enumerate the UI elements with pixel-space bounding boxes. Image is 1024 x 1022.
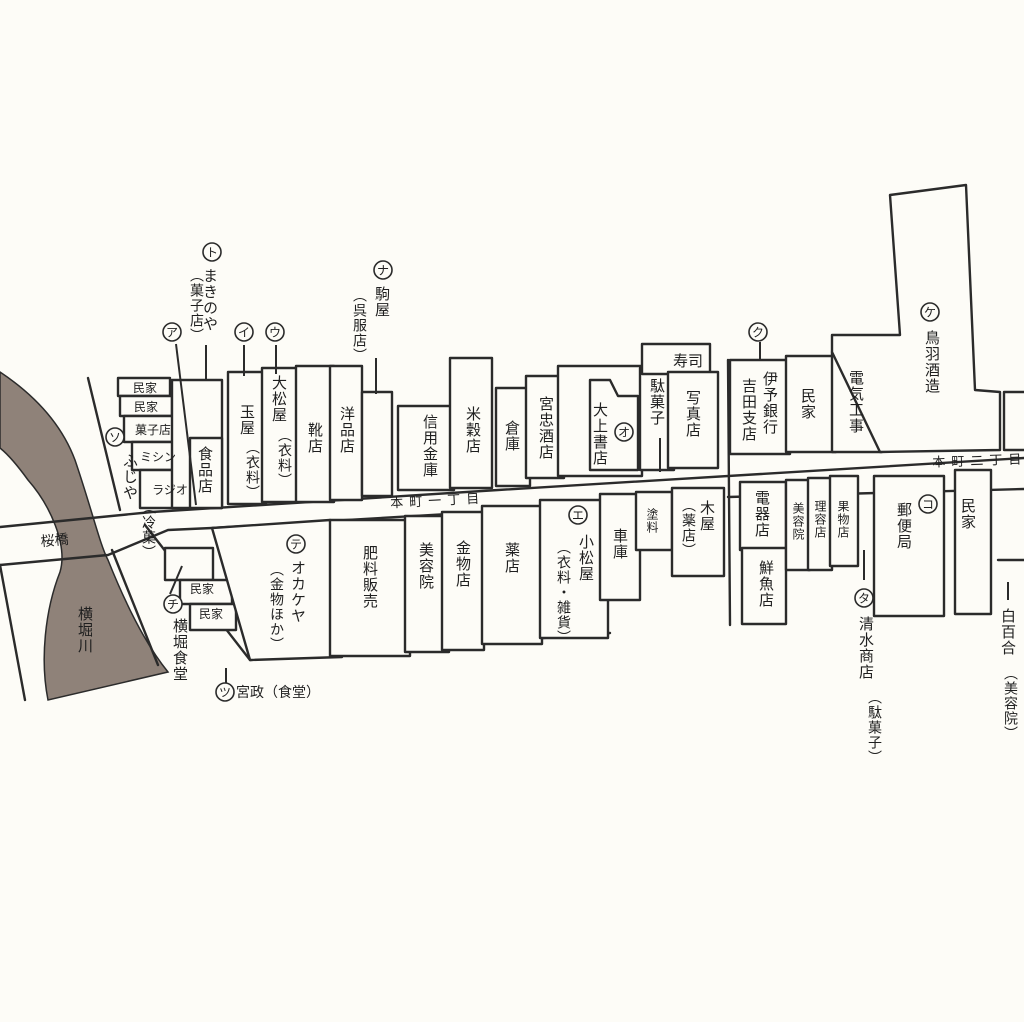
label-minka-6: 民家	[199, 606, 223, 621]
marker-ko: コ	[922, 498, 934, 512]
label-biyoin-1: 美容院	[417, 542, 435, 590]
vertical-labels: 食品店ふじや（冷菓）まきのや（菓子店）玉屋（衣料）大松屋（衣料）靴店洋品店駒屋（…	[76, 268, 1018, 765]
marker-o: オ	[618, 426, 630, 440]
label-sengyo: 鮮魚店	[757, 560, 775, 608]
label-komaya: 駒屋	[373, 286, 391, 318]
label-sushi: 寿司	[673, 352, 703, 370]
label-fujiya-sub: （冷菓）	[140, 500, 156, 560]
label-yoshida: 吉田支店	[740, 378, 758, 442]
marker-ta: タ	[858, 592, 870, 606]
label-beikoku: 米穀店	[464, 406, 482, 454]
north-block-2	[728, 183, 1024, 456]
label-shimizu-sub: （駄菓子）	[866, 690, 882, 765]
label-kiya-sub: （薬店）	[680, 498, 696, 558]
label-toba: 鳥羽酒造	[923, 329, 941, 394]
label-omatsuya-sub: （衣料）	[276, 428, 292, 488]
label-denki-ten: 電器店	[753, 490, 771, 538]
label-kanamono: 金物店	[454, 540, 472, 588]
label-shinyo: 信用金庫	[421, 414, 439, 478]
label-miyamasa: 宮政（食堂）	[236, 684, 320, 701]
marker-i: イ	[238, 326, 250, 340]
label-komatsuya: 小松屋	[577, 534, 595, 582]
marker-ke: ケ	[924, 306, 936, 320]
label-minka-2: 民家	[134, 399, 158, 414]
label-mishin: ミシン	[140, 450, 176, 464]
label-omatsuya: 大松屋	[270, 375, 288, 423]
label-toryo: 塗料	[645, 507, 659, 534]
label-okakeya-sub: （金物ほか）	[268, 562, 284, 652]
label-miyatada: 宮忠酒店	[537, 396, 555, 460]
label-kutsuten: 靴店	[306, 422, 324, 454]
label-fujiya: ふじや	[121, 453, 139, 501]
label-okakeya: オカケヤ	[289, 560, 307, 624]
label-shokuhinten: 食品店	[196, 446, 214, 494]
label-yohinten: 洋品店	[338, 406, 356, 454]
horizontal-labels: 民家 民家 菓子店 ミシン ラジオ 寿司 民家 民家 宮政（食堂） 本町一丁目 …	[40, 352, 1024, 701]
label-yokobori-shokudo: 横堀食堂	[171, 618, 189, 682]
marker-so: ソ	[109, 431, 121, 445]
label-minka-5: 民家	[190, 581, 214, 596]
label-dagashi: 駄菓子	[648, 378, 666, 426]
label-shirayuri-sub: （美容院）	[1002, 666, 1018, 741]
south-block-1	[163, 486, 726, 662]
label-komatsuya-sub: （衣料・雑貨）	[555, 540, 571, 645]
north-block-1	[116, 342, 720, 510]
yokobori-river	[0, 371, 170, 701]
label-daijo: 大上書店	[591, 402, 609, 466]
label-shashin: 写真店	[684, 390, 702, 438]
label-radio: ラジオ	[152, 483, 188, 497]
label-hiryo: 肥料販売	[361, 545, 379, 609]
marker-te: テ	[290, 538, 302, 552]
label-yakkyoku: 薬店	[503, 542, 521, 574]
label-denki-koji: 電気工事	[847, 370, 865, 434]
marker-to: ト	[206, 246, 218, 260]
label-riyoten: 理容店	[813, 500, 827, 539]
marker-u: ウ	[269, 326, 281, 340]
street-sakurabashi: 桜橋	[40, 532, 69, 550]
marker-tsu: ツ	[219, 686, 231, 700]
street-hommachi-2: 本町二丁目	[932, 452, 1024, 470]
label-makinoya: まきのや	[201, 268, 219, 332]
marker-ku: ク	[752, 326, 764, 340]
label-biyoin-2: 美容院	[791, 502, 805, 541]
label-makinoya-sub: （菓子店）	[188, 268, 204, 343]
marker-e: エ	[572, 509, 584, 523]
label-tamaya-sub: （衣料）	[244, 440, 260, 500]
label-river: 横堀川	[76, 606, 94, 654]
label-shako: 車庫	[611, 528, 629, 560]
label-minka-3: 民家	[799, 388, 817, 420]
label-kashiten: 菓子店	[135, 423, 171, 437]
label-komaya-sub: （呉服店）	[351, 288, 367, 363]
label-tamaya: 玉屋	[238, 404, 256, 436]
marker-na: ナ	[377, 264, 389, 278]
label-minka-4: 民家	[959, 498, 977, 530]
label-shimizu: 清水商店	[857, 616, 875, 680]
marker-a: ア	[166, 326, 178, 340]
marker-circles	[105, 242, 940, 702]
street-hommachi-1: 本町一丁目	[390, 492, 486, 512]
marker-glyphs: ト ア イ ウ ナ ク ケ オ ソ エ テ コ タ チ ツ	[109, 246, 936, 700]
label-kabutsu: 果物店	[836, 500, 850, 539]
leader-lines	[169, 342, 1009, 686]
label-yubin: 郵便局	[895, 502, 913, 550]
label-kiya: 木屋	[698, 500, 716, 532]
marker-chi: チ	[167, 598, 179, 612]
label-minka-1: 民家	[133, 380, 157, 395]
label-soko: 倉庫	[503, 420, 521, 452]
label-iyo: 伊予銀行	[761, 371, 779, 435]
label-shirayuri: 白百合	[999, 608, 1017, 656]
south-block-2	[738, 468, 993, 626]
